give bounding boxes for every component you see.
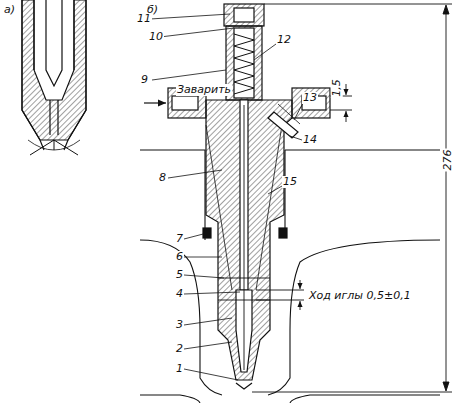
leader-lines: [150, 14, 303, 380]
callout-number: 15: [282, 176, 298, 188]
callout-number: 13: [302, 92, 318, 104]
callout-number: 9: [140, 74, 149, 86]
callout-number: 8: [158, 172, 167, 184]
callout-number: 6: [175, 251, 184, 263]
callout-number: 3: [175, 319, 184, 331]
callout-number: 11: [136, 13, 152, 25]
dimension: [252, 4, 452, 392]
drawing-label: Ход иглы 0,5±0,1: [308, 290, 412, 302]
drawing-label: 1,5: [331, 78, 343, 98]
callout-number: 5: [175, 269, 184, 281]
callout-number: 4: [175, 288, 184, 300]
drawing-label: а): [3, 4, 16, 16]
cylinder-head: [140, 150, 440, 403]
callout-number: 7: [175, 233, 184, 245]
callout-number: 10: [148, 31, 164, 43]
injector: [168, 4, 330, 389]
drawing-label: Заварить: [176, 84, 232, 96]
callout-number: 12: [276, 34, 292, 46]
callout-number: 1: [175, 363, 184, 375]
nozzle-detail: [22, 0, 86, 155]
drawing-label: 276: [441, 149, 453, 172]
callout-number: 14: [302, 134, 318, 146]
callout-number: 2: [175, 343, 184, 355]
